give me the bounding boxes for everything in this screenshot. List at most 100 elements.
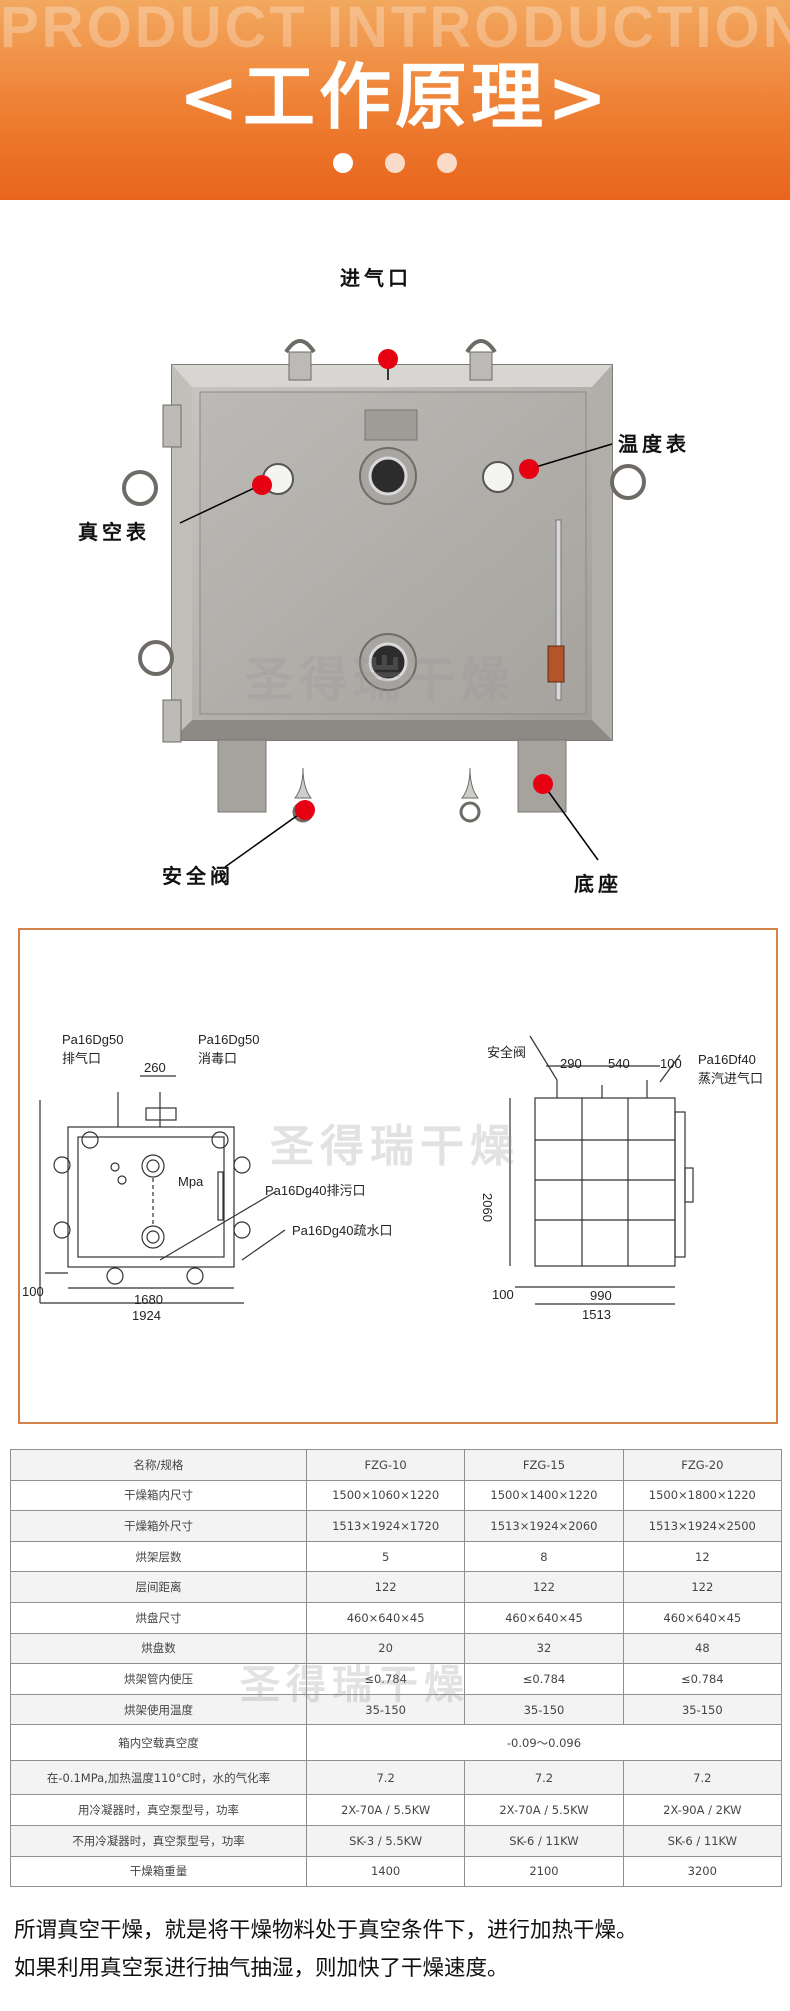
- side-steam-name: 蒸汽进气口: [698, 1071, 764, 1086]
- label-thermometer: 温度表: [618, 432, 690, 456]
- dot-active: [333, 153, 353, 173]
- table-header-row: 名称/规格 FZG-10 FZG-15 FZG-20: [10, 1449, 783, 1481]
- description-paragraph: 所谓真空干燥，就是将干燥物料处于真空条件下，进行加热干燥。 如果利用真空泵进行抽…: [14, 1912, 784, 1988]
- side-dim-b: 540: [608, 1056, 630, 1071]
- side-dim-outer: 1513: [582, 1307, 611, 1322]
- front-exhaust-spec: Pa16Dg50: [62, 1032, 124, 1047]
- product-photo-section: 圣得瑞干燥 进气口 温度表 真空表 安全阀 底座: [0, 200, 790, 900]
- table-cell: 干燥箱外尺寸: [10, 1510, 307, 1542]
- table-cell: 35-150: [464, 1693, 624, 1726]
- table-cell: 用冷凝器时，真空泵型号，功率: [10, 1794, 307, 1826]
- table-cell: 1500×1800×1220: [622, 1479, 783, 1512]
- watermark: 圣得瑞干燥: [245, 652, 516, 708]
- dot: [437, 153, 457, 173]
- table-cell: 7.2: [305, 1760, 466, 1796]
- side-dim-height: 2060: [479, 1193, 495, 1222]
- front-sewage-port: Pa16Dg40排污口: [265, 1183, 366, 1198]
- table-cell: 1500×1400×1220: [464, 1479, 624, 1512]
- front-exhaust-name: 排气口: [62, 1051, 102, 1066]
- technical-drawing: [39, 1035, 694, 1305]
- label-vacuum-gauge: 真空表: [78, 520, 150, 544]
- table-row-vacuum: 箱内空载真空度 -0.09～0.096: [10, 1724, 783, 1762]
- table-cell: 122: [622, 1571, 783, 1603]
- side-steam-spec: Pa16Df40: [698, 1052, 756, 1067]
- table-cell: ≤0.784: [305, 1663, 466, 1695]
- drawing-watermark: 圣得瑞干燥: [270, 1121, 520, 1172]
- table-cell: 层间距离: [10, 1571, 307, 1603]
- header-banner: PRODUCT INTRODUCTION <工作原理>: [0, 0, 790, 200]
- table-cell: 460×640×45: [622, 1601, 783, 1634]
- table-watermark: 圣得瑞干燥: [240, 1662, 470, 1708]
- side-dim-a: 290: [560, 1056, 582, 1071]
- side-safety-valve: 安全阀: [487, 1045, 527, 1060]
- label-base: 底座: [574, 872, 622, 896]
- oven-leg-left: [217, 739, 267, 813]
- side-dim-c: 100: [660, 1056, 682, 1071]
- technical-drawing-frame: 圣得瑞干燥 Pa16Dg50 排气口 Pa16Dg50 消毒口 260 Mpa …: [18, 928, 778, 1424]
- table-row: 在-0.1MPa,加热温度110°C时，水的气化率 7.2 7.2 7.2: [10, 1760, 783, 1796]
- table-cell: 2100: [464, 1855, 624, 1888]
- handwheel: [122, 470, 158, 506]
- table-cell: 1500×1060×1220: [305, 1479, 466, 1512]
- table-cell: 1400: [305, 1855, 466, 1888]
- table-row: 烘盘尺寸 460×640×45 460×640×45 460×640×45: [10, 1601, 783, 1634]
- description-line-1: 所谓真空干燥，就是将干燥物料处于真空条件下，进行加热干燥。: [14, 1918, 638, 1943]
- table-cell: 32: [464, 1632, 624, 1665]
- table-cell: 48: [622, 1632, 783, 1665]
- table-header-cell: FZG-10: [305, 1449, 466, 1481]
- table-row: 干燥箱重量 1400 2100 3200: [10, 1855, 783, 1888]
- table-cell: 在-0.1MPa,加热温度110°C时，水的气化率: [10, 1760, 307, 1796]
- table-cell: 干燥箱重量: [10, 1855, 307, 1888]
- oven-frame-right: [592, 365, 612, 740]
- table-cell-merged: -0.09～0.096: [305, 1724, 783, 1762]
- table-cell: 烘盘尺寸: [10, 1601, 307, 1634]
- banner-english-title: PRODUCT INTRODUCTION: [0, 0, 790, 60]
- table-cell: 3200: [622, 1855, 783, 1888]
- label-inlet: 进气口: [340, 266, 412, 290]
- table-header-cell: 名称/规格: [10, 1449, 307, 1481]
- front-dim-left: 100: [22, 1284, 44, 1299]
- table-cell: ≤0.784: [464, 1663, 624, 1695]
- thermometer-gauge: [482, 461, 514, 493]
- description-line-2: 如果利用真空泵进行抽气抽湿，则加快了干燥速度。: [14, 1956, 509, 1981]
- table-cell: 12: [622, 1540, 783, 1573]
- spec-table: 名称/规格 FZG-10 FZG-15 FZG-20 干燥箱内尺寸 1500×1…: [10, 1449, 783, 1888]
- table-header-cell: FZG-15: [464, 1449, 624, 1481]
- front-dim-outer: 1924: [132, 1308, 161, 1323]
- table-cell: 箱内空载真空度: [10, 1724, 307, 1762]
- table-cell: 1513×1924×1720: [305, 1510, 466, 1542]
- label-safety-valve: 安全阀: [162, 864, 234, 888]
- marker-base: [533, 774, 553, 794]
- carousel-dots: [333, 153, 457, 175]
- nameplate: [364, 409, 418, 441]
- front-disinfect-name: 消毒口: [198, 1051, 238, 1066]
- table-row: 干燥箱外尺寸 1513×1924×1720 1513×1924×2060 151…: [10, 1510, 783, 1542]
- oven-frame-top: [172, 365, 612, 387]
- side-dim-bottom-left: 100: [492, 1287, 514, 1302]
- handwheel: [138, 640, 174, 676]
- table-cell: 7.2: [622, 1760, 783, 1796]
- table-header-cell: FZG-20: [622, 1449, 783, 1481]
- front-disinfect-spec: Pa16Dg50: [198, 1032, 260, 1047]
- level-tube: [555, 519, 562, 701]
- table-cell: 干燥箱内尺寸: [10, 1479, 307, 1512]
- vacuum-oven-illustration: [122, 339, 646, 868]
- banner-title: <工作原理>: [178, 55, 612, 139]
- table-cell: 不用冷凝器时，真空泵型号，功率: [10, 1824, 307, 1857]
- table-cell: 122: [464, 1571, 624, 1603]
- marker-inlet: [378, 349, 398, 369]
- table-cell: SK-6 / 11KW: [464, 1824, 624, 1857]
- table-row: 干燥箱内尺寸 1500×1060×1220 1500×1400×1220 150…: [10, 1479, 783, 1512]
- marker-safety-valve: [295, 800, 315, 820]
- table-cell: 8: [464, 1540, 624, 1573]
- table-cell: ≤0.784: [622, 1663, 783, 1695]
- table-cell: 460×640×45: [464, 1601, 624, 1634]
- front-dim-inner: 1680: [134, 1292, 163, 1307]
- table-cell: 2X-90A / 2KW: [622, 1794, 783, 1826]
- table-row: 层间距离 122 122 122: [10, 1571, 783, 1603]
- oven-frame-left: [172, 365, 192, 740]
- valve-box: [547, 645, 565, 683]
- table-cell: 烘架层数: [10, 1540, 307, 1573]
- table-row: 烘架层数 5 8 12: [10, 1540, 783, 1573]
- dot: [385, 153, 405, 173]
